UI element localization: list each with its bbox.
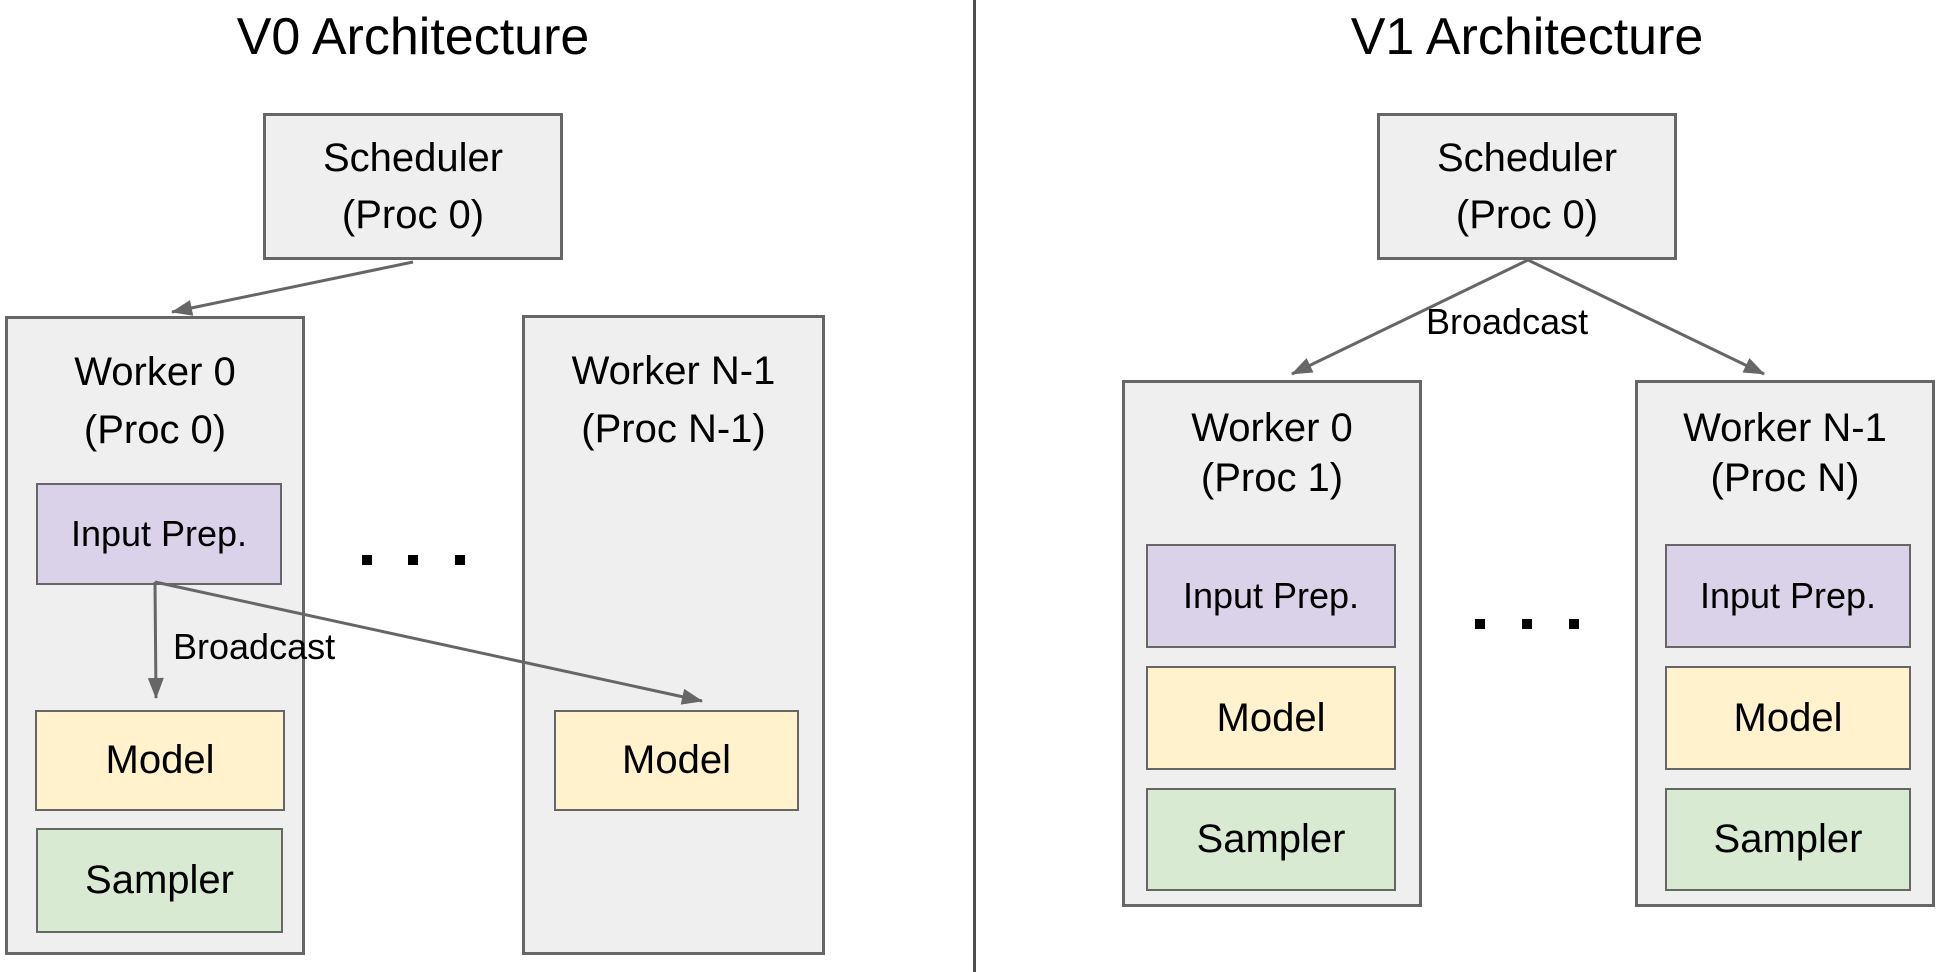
v0-worker0-input-prep-label: Input Prep. xyxy=(70,513,248,554)
dot xyxy=(1522,619,1532,629)
v1-worker0-sampler-box: Sampler xyxy=(1146,788,1396,891)
v0-worker0-name: Worker 0 xyxy=(74,350,236,394)
v1-worker0-model-box: Model xyxy=(1146,666,1396,770)
v0-worker0-input-prep-box: Input Prep. xyxy=(36,483,282,585)
v0-worker0-proc: (Proc 0) xyxy=(83,408,227,452)
v1-worker0-proc: (Proc 1) xyxy=(1200,456,1344,500)
v1-worker0-sampler-label: Sampler xyxy=(1196,817,1346,861)
v0-workerN-title: Worker N-1 (Proc N-1) xyxy=(525,342,822,458)
v0-worker0-model-box: Model xyxy=(35,710,285,811)
v0-scheduler-to-worker0-arrow xyxy=(171,260,414,316)
v1-workerN-sampler-box: Sampler xyxy=(1665,788,1911,891)
v1-workerN-sampler-label: Sampler xyxy=(1713,817,1863,861)
v0-workerN-proc: (Proc N-1) xyxy=(581,407,766,451)
v1-workerN-title: Worker N-1 (Proc N) xyxy=(1638,403,1932,503)
v1-workerN-model-label: Model xyxy=(1733,695,1843,740)
v1-workerN-input-prep-label: Input Prep. xyxy=(1699,575,1877,616)
v1-workerN-box: Worker N-1 (Proc N) Input Prep. Model Sa… xyxy=(1635,380,1935,907)
v0-scheduler-box: Scheduler (Proc 0) xyxy=(263,113,563,260)
dot xyxy=(1475,619,1485,629)
v1-worker0-input-prep-label: Input Prep. xyxy=(1182,575,1360,616)
v0-workerN-box: Worker N-1 (Proc N-1) Model xyxy=(522,315,825,955)
v1-workerN-proc: (Proc N) xyxy=(1710,456,1860,500)
v1-worker0-box: Worker 0 (Proc 1) Input Prep. Model Samp… xyxy=(1122,380,1422,907)
v0-workerN-name: Worker N-1 xyxy=(571,349,776,393)
v0-worker0-title: Worker 0 (Proc 0) xyxy=(8,343,302,459)
v0-worker0-sampler-label: Sampler xyxy=(85,858,234,902)
v1-worker0-model-label: Model xyxy=(1216,695,1326,740)
v1-scheduler-box: Scheduler (Proc 0) xyxy=(1377,113,1677,260)
v1-worker0-title: Worker 0 (Proc 1) xyxy=(1125,403,1419,503)
v0-title: V0 Architecture xyxy=(236,8,590,66)
v1-workerN-name: Worker N-1 xyxy=(1683,406,1887,450)
v1-title: V1 Architecture xyxy=(1350,8,1704,66)
dot xyxy=(362,555,372,565)
v1-worker0-name: Worker 0 xyxy=(1191,406,1353,450)
v1-workerN-input-prep-box: Input Prep. xyxy=(1665,544,1911,648)
dot xyxy=(408,555,418,565)
dot xyxy=(455,555,465,565)
v0-scheduler-proc: (Proc 0) xyxy=(341,192,485,237)
v0-scheduler-label: Scheduler xyxy=(322,135,504,180)
v1-scheduler-label: Scheduler xyxy=(1436,135,1618,180)
v0-worker0-sampler-box: Sampler xyxy=(36,828,283,933)
v0-worker0-model-label: Model xyxy=(105,738,215,782)
v0-workerN-model-box: Model xyxy=(554,710,799,811)
v1-workerN-model-box: Model xyxy=(1665,666,1911,770)
v0-workerN-model-label: Model xyxy=(622,738,731,782)
v1-scheduler-proc: (Proc 0) xyxy=(1455,192,1599,237)
v1-worker0-input-prep-box: Input Prep. xyxy=(1146,544,1396,648)
v0-broadcast-label: Broadcast xyxy=(173,626,336,667)
section-divider xyxy=(973,0,976,972)
v1-broadcast-label: Broadcast xyxy=(1426,301,1589,342)
dot xyxy=(1569,619,1579,629)
